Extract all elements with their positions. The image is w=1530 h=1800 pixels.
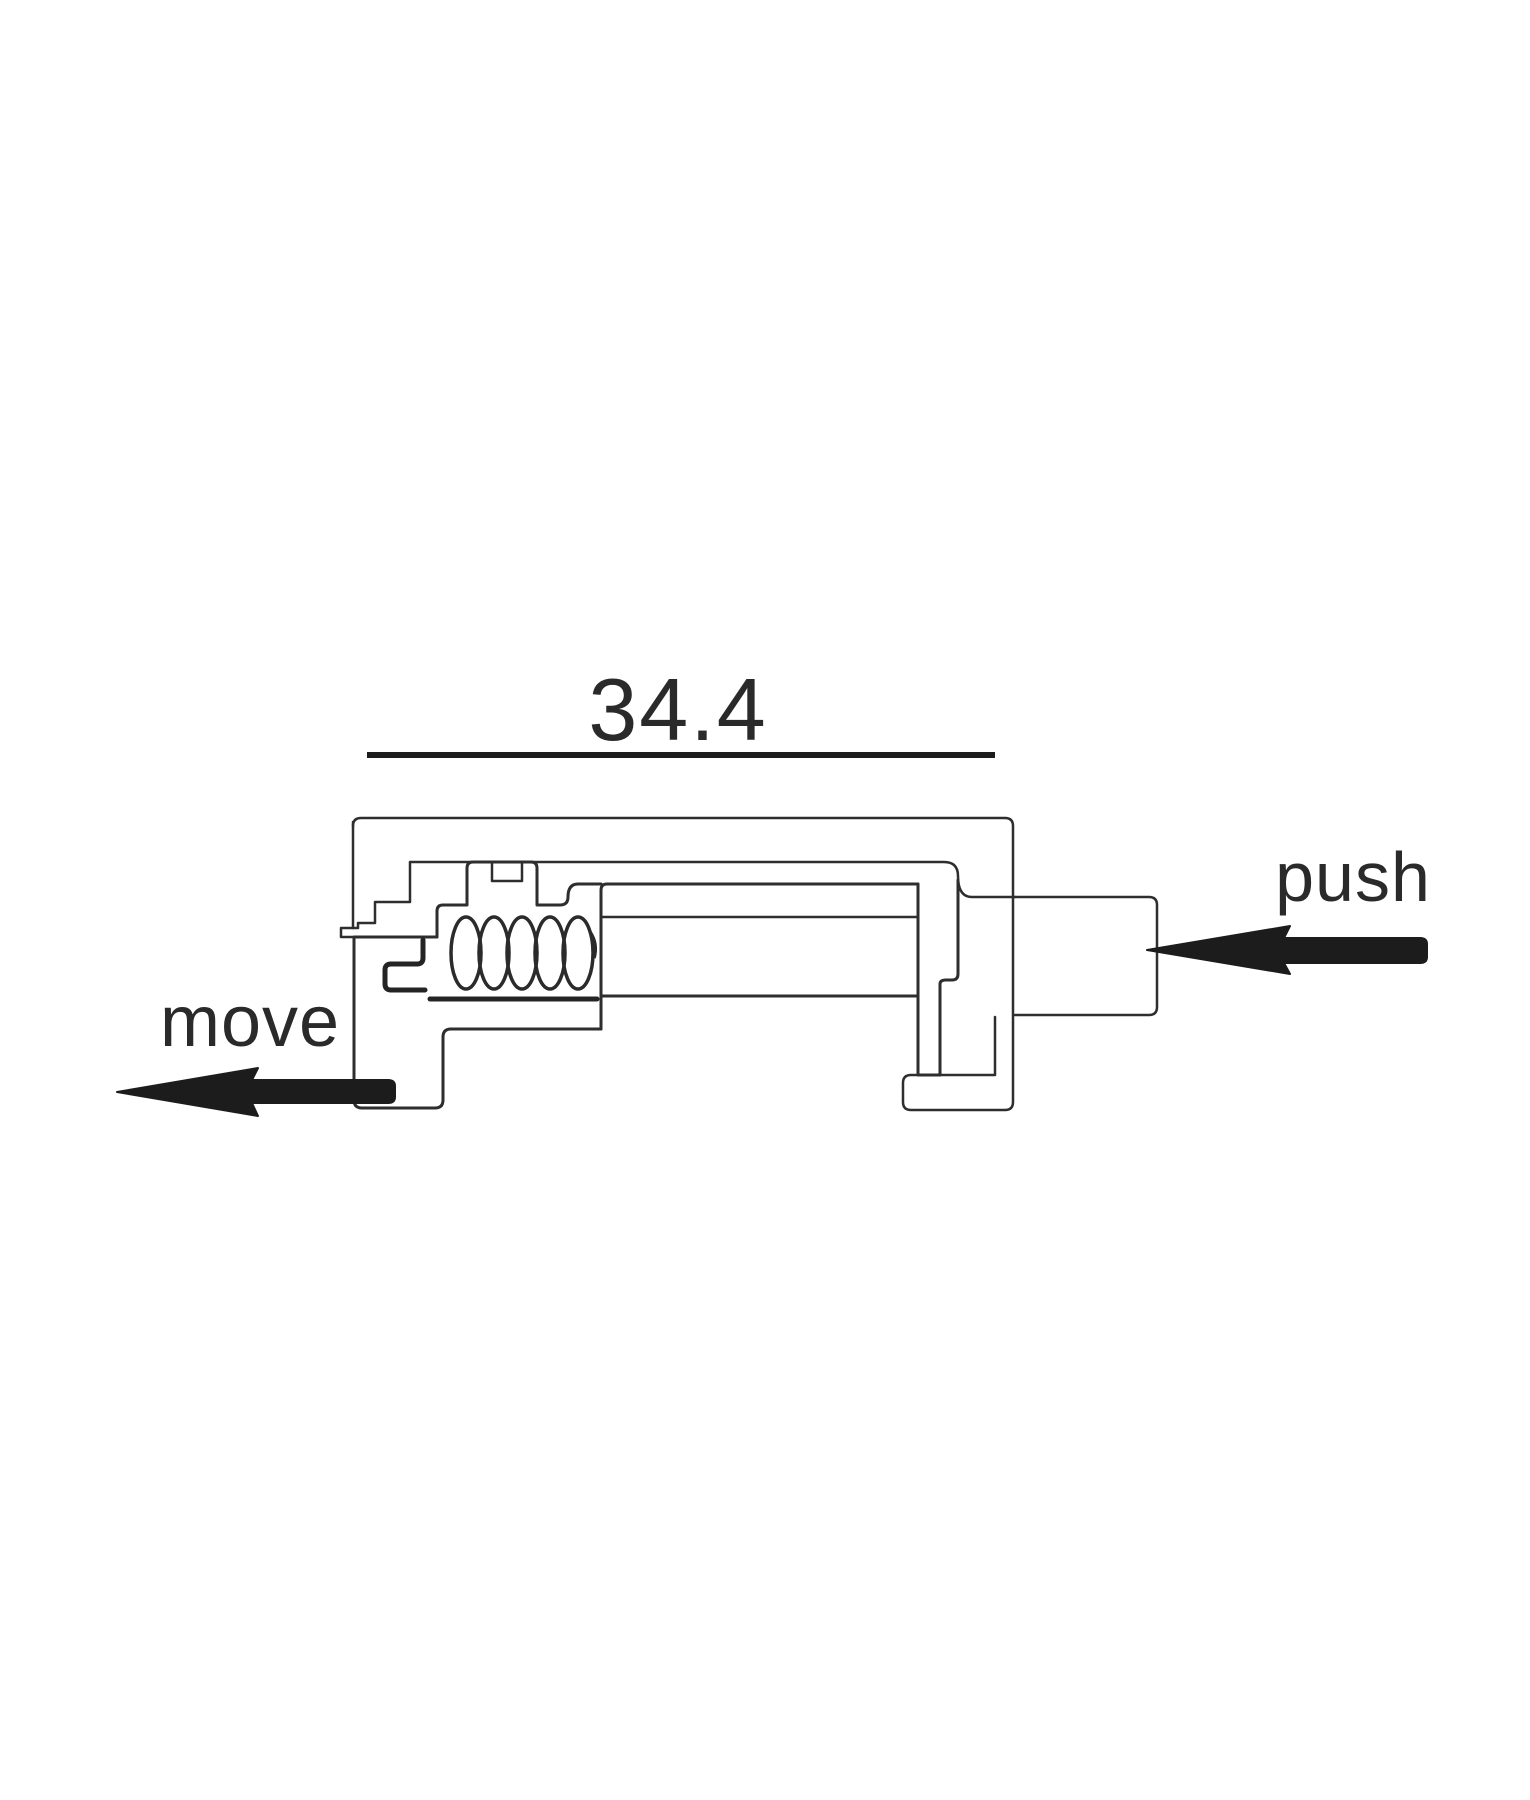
push-arrow — [1146, 925, 1428, 975]
housing-outer-outline — [351, 816, 1015, 1112]
coil-spring — [449, 915, 598, 991]
push-knob-outline — [1013, 895, 1159, 1017]
slider-hook-leg — [916, 878, 960, 1077]
dimension-label: 34.4 — [588, 660, 767, 759]
move-label: move — [160, 982, 340, 1062]
left-wall-slit — [339, 926, 356, 939]
slider-rod-top-outline — [599, 882, 920, 1031]
housing-inner-profile — [351, 820, 1017, 930]
slider-body-outline — [352, 935, 920, 1110]
spring-end-tail — [588, 931, 598, 959]
slider-latch-tab — [435, 860, 603, 939]
push-label: push — [1275, 838, 1431, 916]
move-arrow — [116, 1067, 396, 1117]
spring-seat-channel — [382, 937, 428, 993]
